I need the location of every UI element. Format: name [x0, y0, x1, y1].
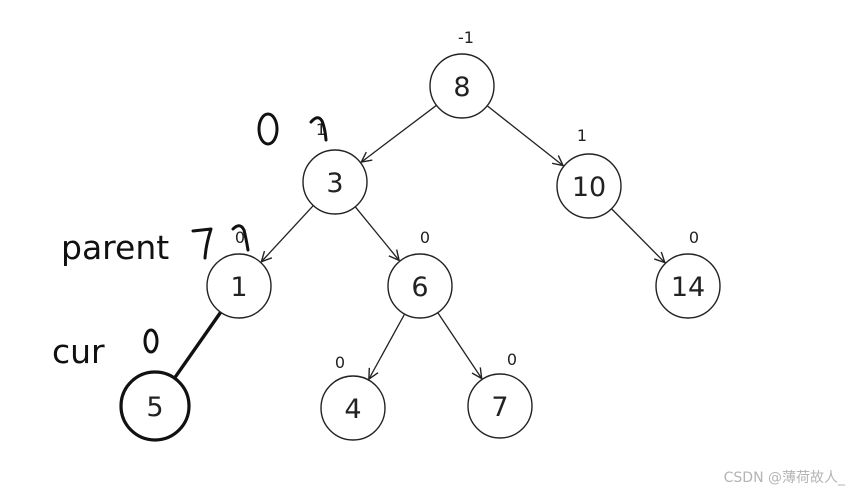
balance-factor: 0 — [689, 228, 699, 247]
balance-factor: 1 — [316, 120, 326, 139]
node-circle — [302, 149, 368, 215]
node-value: 4 — [344, 394, 361, 425]
node-circle — [556, 153, 622, 219]
edges — [173, 104, 665, 380]
balance-factor: 0 — [420, 228, 430, 247]
node-circle — [320, 375, 386, 441]
edge-n3-n1 — [261, 205, 314, 262]
parent-label: parent — [61, 228, 169, 267]
edge-n10-n14 — [611, 208, 665, 263]
balance-factor: 1 — [577, 126, 587, 145]
node-value: 7 — [491, 392, 508, 423]
balance-factor: -1 — [458, 28, 474, 47]
node-value: 1 — [230, 272, 247, 303]
node-circle — [655, 253, 721, 319]
tree-node-10: 10 1 — [556, 126, 622, 219]
handdrawn-edge-n1-n5 — [173, 310, 223, 380]
handwritten-mark-near-node-1 — [231, 224, 250, 252]
node-value: 3 — [326, 168, 343, 199]
handwritten-zero-cur-mark — [143, 328, 159, 354]
tree-node-8: 8 -1 — [429, 28, 495, 119]
node-value: 8 — [453, 72, 470, 103]
node-circle — [206, 253, 272, 319]
node-value: 10 — [572, 172, 606, 203]
edge-n8-n10 — [486, 105, 563, 166]
handwritten-one-mark — [309, 116, 328, 142]
tree-node-7: 70 — [467, 350, 533, 439]
edge-n6-n7 — [437, 312, 482, 379]
handwritten-minus-mark — [191, 227, 213, 260]
edge-n3-n6 — [354, 206, 399, 261]
tree-node-1: 10 — [206, 228, 272, 319]
node-circle — [119, 370, 191, 442]
node-value: 5 — [146, 392, 163, 423]
tree-node-4: 40 — [320, 353, 386, 441]
node-value: 6 — [411, 272, 428, 303]
balance-factor: 0 — [335, 353, 345, 372]
edge-n8-n3 — [361, 104, 437, 162]
cur-label: cur — [52, 332, 105, 371]
node-circle — [429, 53, 495, 119]
handwritten-annotations — [143, 112, 328, 354]
edge-n6-n4 — [369, 313, 406, 379]
balance-factor: 0 — [235, 228, 245, 247]
balance-factor: 0 — [507, 350, 517, 369]
watermark: CSDN @薄荷故人_ — [724, 470, 846, 486]
tree-node-6: 60 — [387, 228, 453, 319]
node-circle — [467, 373, 533, 439]
handwritten-zero-mark — [257, 112, 279, 146]
tree-node-3: 31 — [302, 120, 368, 215]
node-circle — [387, 253, 453, 319]
tree-node-14: 14 0 — [655, 228, 721, 319]
node-value: 14 — [671, 272, 705, 303]
tree-node-5: 5 — [119, 370, 191, 442]
